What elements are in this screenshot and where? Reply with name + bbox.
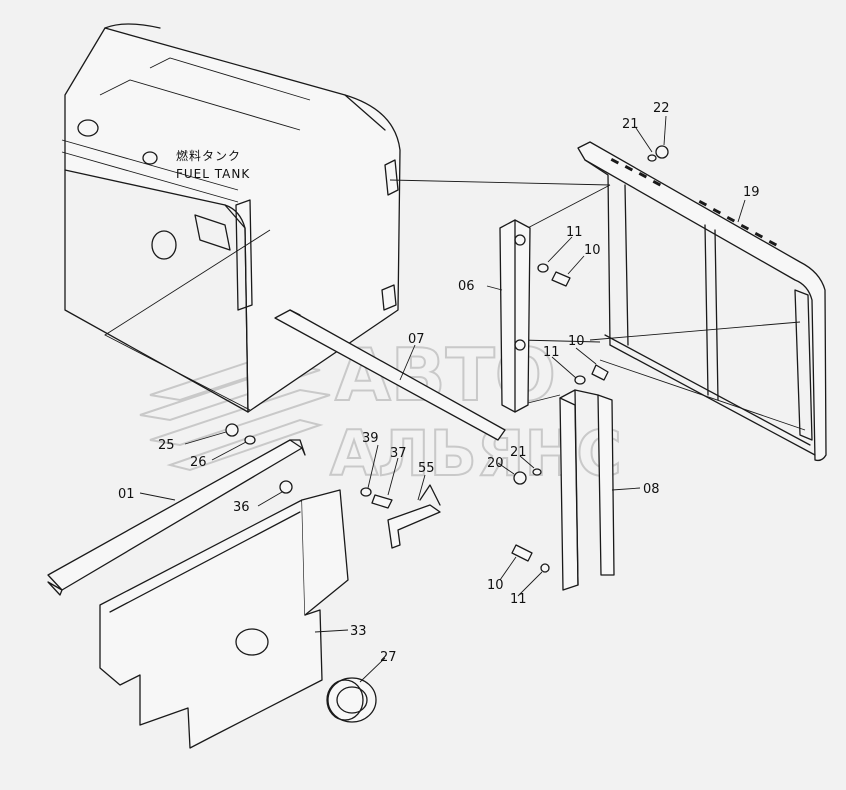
callout-labels: 22 21 19 11 10 06 07 10 11 39 25 26 37 5… [118, 101, 760, 665]
washer-21-lower-icon [532, 468, 542, 476]
washer-11-icon [537, 263, 549, 273]
part-07-strap [274, 309, 506, 441]
callout-55: 55 [418, 461, 435, 476]
callout-10-low: 10 [487, 578, 504, 593]
callout-22: 22 [653, 101, 670, 116]
part-55-bracket [387, 484, 441, 549]
callout-21-top: 21 [622, 117, 639, 132]
frame-slots [610, 158, 778, 247]
washer-26-icon [244, 435, 256, 445]
nut-36-icon [279, 480, 293, 494]
bolt-22-icon [655, 145, 669, 159]
callout-27: 27 [380, 650, 397, 665]
callout-11-top: 11 [566, 225, 583, 240]
callout-10-top: 10 [584, 243, 601, 258]
nut-20-icon [513, 471, 527, 485]
callout-21-low: 21 [510, 445, 527, 460]
callout-01: 01 [118, 487, 135, 502]
callout-11-mid: 11 [543, 345, 560, 360]
hardware [225, 145, 669, 573]
bolt-10-upper-icon [591, 364, 609, 381]
bolt-10-icon [551, 271, 571, 287]
callout-11-low: 11 [510, 592, 527, 607]
callout-36: 36 [233, 500, 250, 515]
callout-leaders [139, 115, 746, 683]
fuel-tank: 燃料タンク FUEL TANK [61, 23, 401, 413]
bolt-37-icon [371, 494, 393, 509]
washer-39-icon [360, 487, 372, 497]
part-08-bracket [559, 389, 615, 591]
callout-08: 08 [643, 482, 660, 497]
callout-19: 19 [743, 185, 760, 200]
part-27-grommet [326, 677, 377, 723]
part-06-bracket [499, 219, 531, 413]
bolt-25-icon [225, 423, 239, 437]
callout-10-mid: 10 [568, 334, 585, 349]
part-01-rail [47, 439, 306, 596]
callout-37: 37 [390, 446, 407, 461]
washer-11-upper-icon [574, 375, 586, 385]
bolt-10-lower-icon [511, 544, 533, 562]
washer-11-lower-icon [540, 563, 550, 573]
callout-25: 25 [158, 438, 175, 453]
part-33-cover [99, 489, 349, 749]
callout-20: 20 [487, 456, 504, 471]
washer-21-icon [647, 154, 657, 162]
callout-33: 33 [350, 624, 367, 639]
callout-07: 07 [408, 332, 425, 347]
callout-06: 06 [458, 279, 475, 294]
callout-39: 39 [362, 431, 379, 446]
callout-26: 26 [190, 455, 207, 470]
tank-label-en: FUEL TANK [176, 167, 250, 181]
part-19-frame [577, 141, 827, 462]
tank-label-jp: 燃料タンク [176, 148, 241, 163]
